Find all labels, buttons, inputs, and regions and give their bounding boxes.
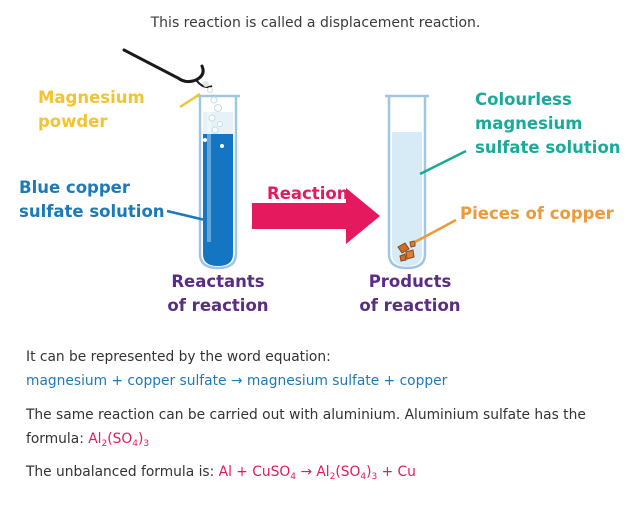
label-products: Products of reaction [359,272,461,315]
test-tube-reactants [196,94,240,270]
unbalanced-line: The unbalanced formula is: Al + CuSO4 → … [26,464,416,482]
aluminium-sulfate-formula: Al2(SO4)3 [88,431,150,449]
label-reactants: Reactants of reaction [167,272,269,315]
formula-line: formula: Al2(SO4)3 [26,431,150,449]
test-tube-products [385,94,429,270]
magnesium-pointer [179,92,201,109]
label-blue-solution: Blue copper sulfate solution [19,178,165,221]
magnesium-powder-icon [203,87,224,148]
label-copper: Pieces of copper [460,204,614,223]
label-colourless: Colourless magnesium sulfate solution [475,90,621,157]
word-equation-intro: It can be represented by the word equati… [26,349,331,365]
copper-pieces-icon [397,240,416,262]
colourless-pointer [419,149,467,176]
word-equation: magnesium + copper sulfate → magnesium s… [26,373,448,389]
header-text: This reaction is called a displacement r… [150,15,481,31]
unbalanced-formula: Al + CuSO4 → Al2(SO4)3 + Cu [218,464,416,482]
label-magnesium: Magnesium powder [38,88,145,131]
reaction-arrow-icon [252,188,380,244]
label-reaction: Reaction [267,184,349,203]
copper-pointer [414,218,457,244]
spatula-icon [122,48,213,89]
aluminium-text: The same reaction can be carried out wit… [26,407,586,423]
blue-solution-pointer [166,209,206,222]
